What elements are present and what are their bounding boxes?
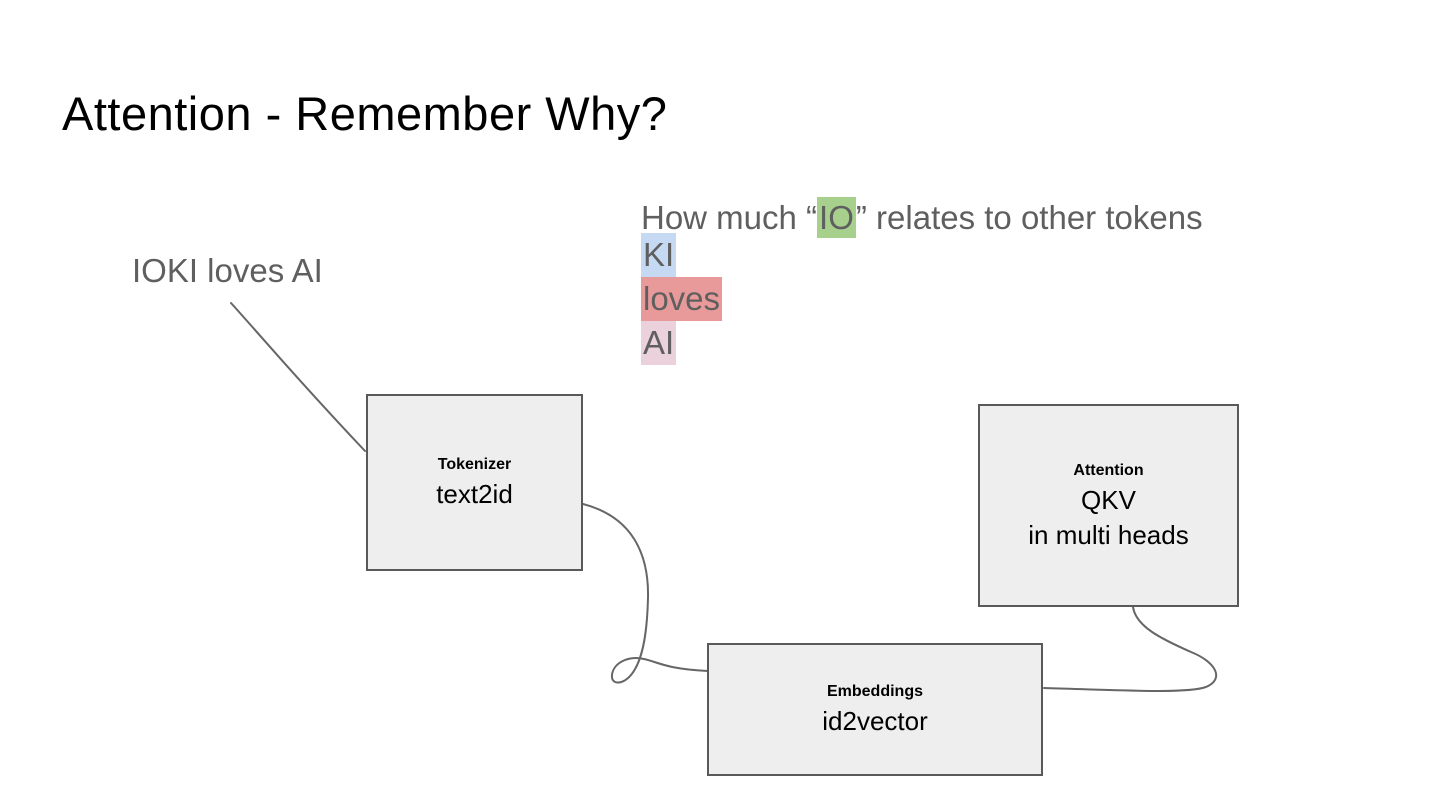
attention-box: Attention QKV in multi heads <box>978 404 1239 607</box>
embeddings-box: Embeddings id2vector <box>707 643 1043 776</box>
tokenizer-box-title: text2id <box>436 479 513 509</box>
question-line: How much “IO” relates to other tokens <box>641 197 1203 238</box>
attention-box-title: QKV <box>1081 484 1136 515</box>
token-row: AI <box>641 321 722 365</box>
embeddings-box-label: Embeddings <box>826 683 923 700</box>
connector-tokenizer-to-embeddings <box>582 503 709 684</box>
connector-sentence-to-tokenizer <box>230 302 366 452</box>
token-loves: loves <box>641 277 723 321</box>
tokenizer-box: Tokenizer text2id <box>366 394 583 571</box>
token-ki: KI <box>641 233 677 277</box>
connector-attention-to-embeddings <box>1043 606 1218 692</box>
token-row: loves <box>641 277 723 321</box>
token-ai: AI <box>641 321 677 365</box>
token-list: KI loves AI <box>641 233 723 365</box>
tokenizer-box-label: Tokenizer <box>437 456 512 473</box>
input-sentence-text: IOKI loves AI <box>132 252 323 289</box>
page-title: Attention - Remember Why? <box>62 87 668 140</box>
focus-token-highlight: IO <box>817 197 856 238</box>
question-prefix: How much “ <box>641 199 818 236</box>
embeddings-box-title: id2vector <box>822 706 928 736</box>
question-suffix: ” relates to other tokens <box>855 199 1203 236</box>
attention-box-subtitle: in multi heads <box>1028 519 1189 550</box>
attention-box-label: Attention <box>1073 461 1144 479</box>
token-row: KI <box>641 233 722 277</box>
